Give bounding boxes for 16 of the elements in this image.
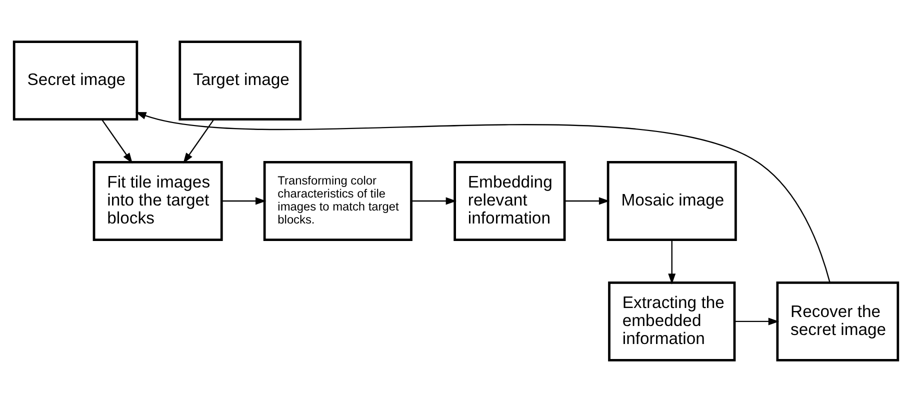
arrow	[221, 197, 266, 205]
arrow	[564, 197, 610, 205]
node-box: Embedding relevant information	[453, 161, 566, 241]
node-box: Secret image	[12, 40, 138, 120]
arrow	[734, 318, 779, 326]
node-box: Target image	[178, 40, 302, 120]
arrow	[134, 112, 830, 283]
node-box: Transforming color characteristics of tile images to match target blocks.	[262, 161, 412, 241]
arrow	[100, 119, 132, 164]
node-box: Extracting the embedded information	[608, 282, 736, 362]
arrow	[410, 197, 456, 205]
node-box: Recover the secret image	[776, 282, 899, 362]
node-box: Mosaic image	[606, 161, 736, 241]
arrow	[668, 240, 676, 284]
node-box: Fit tile images into the target blocks	[92, 161, 222, 241]
arrow	[182, 119, 214, 164]
